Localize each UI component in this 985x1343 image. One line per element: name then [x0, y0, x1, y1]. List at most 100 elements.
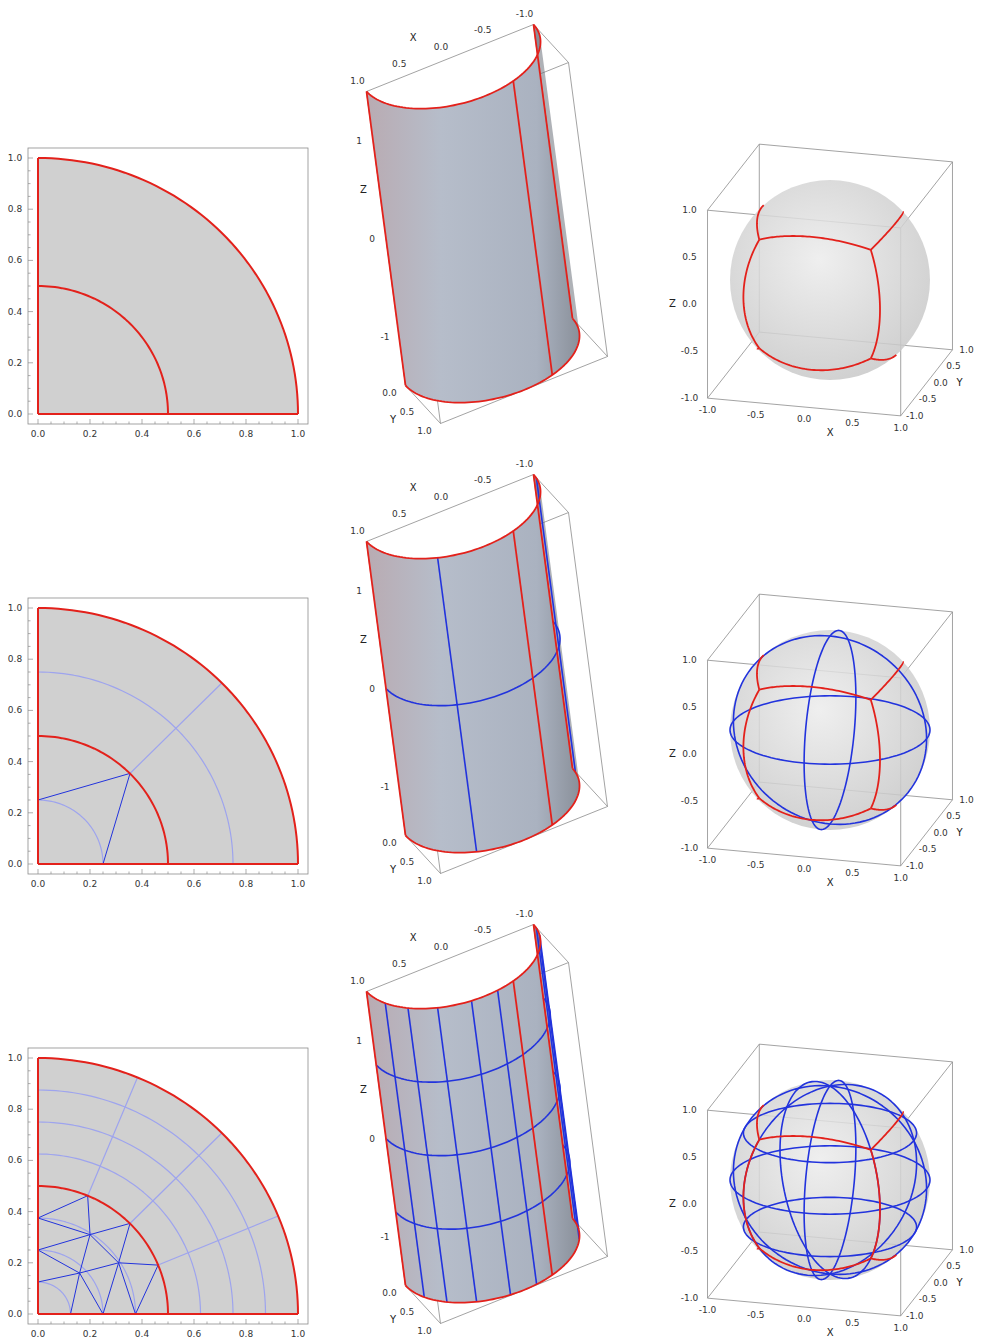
axis-label: X [826, 878, 835, 888]
tick-mark [233, 1322, 234, 1325]
tick-label: 0.5 [391, 59, 407, 68]
bounding-box [708, 144, 760, 210]
mesh-edge [80, 1235, 90, 1273]
tick-mark [28, 838, 31, 839]
tick-mark [168, 1322, 169, 1325]
tick-label: -1.0 [905, 861, 925, 870]
tick-mark [28, 1275, 31, 1276]
tick-mark [28, 864, 33, 865]
tick-label: 0.5 [399, 407, 415, 416]
mesh-edge [90, 1235, 119, 1263]
mesh-edge [38, 1235, 90, 1250]
tick-mark [194, 869, 195, 874]
patch-boundary [871, 250, 880, 359]
axis-label: Y [389, 415, 397, 425]
tick-mark [28, 324, 31, 325]
tick-mark [129, 1322, 130, 1325]
tick-label: 0.0 [433, 493, 449, 502]
tick-mark [129, 422, 130, 425]
tick-label: 0.0 [7, 860, 23, 869]
tick-label: -1.0 [515, 459, 535, 468]
quarter-disc [38, 1058, 298, 1314]
tick-label: 1 [355, 586, 363, 595]
patch-boundary [759, 1136, 871, 1150]
tick-label: -1.0 [698, 1306, 718, 1315]
tick-label: 0.5 [391, 509, 407, 518]
mesh-radial [130, 1133, 222, 1224]
tick-mark [28, 1058, 33, 1059]
patch-boundary [759, 686, 871, 700]
tick-mark [28, 1134, 31, 1135]
tick-mark [285, 1322, 286, 1325]
tick-mark [259, 872, 260, 875]
tick-label: 0.5 [844, 1319, 860, 1328]
tick-label: 0.0 [932, 828, 948, 837]
tick-label: 0.5 [681, 1153, 697, 1162]
tick-mark [181, 1322, 182, 1325]
patch-boundary [871, 1112, 903, 1150]
bounding-box [367, 475, 534, 542]
tick-mark [28, 800, 31, 801]
tick-label: 0.0 [381, 838, 397, 847]
tick-label: 0.5 [945, 1262, 961, 1271]
tick-mark [28, 851, 31, 852]
boundary [406, 769, 580, 853]
tick-label: 0.5 [945, 362, 961, 371]
tick-mark [103, 422, 104, 425]
boundary [38, 736, 168, 864]
tick-label: 0.0 [433, 43, 449, 52]
tick-mark [233, 422, 234, 425]
tick-mark [298, 1319, 299, 1324]
tick-label: 0.4 [7, 307, 23, 316]
tick-label: -1.0 [515, 909, 535, 918]
tick-label: 0.0 [381, 1288, 397, 1297]
tick-mark [64, 1322, 65, 1325]
patch-boundary [743, 240, 759, 349]
tick-mark [246, 869, 247, 874]
tick-mark [142, 419, 143, 424]
mesh-edge [80, 1263, 119, 1273]
tick-mark [181, 422, 182, 425]
tick-label: 1.0 [681, 1106, 697, 1115]
tick-label: 0.2 [82, 1330, 98, 1339]
bounding-box [708, 1232, 760, 1298]
tick-mark [28, 1070, 31, 1071]
tick-mark [220, 1322, 221, 1325]
patch-boundary [871, 1255, 896, 1260]
bounding-box [759, 594, 952, 612]
tick-mark [116, 872, 117, 875]
axis-label: X [409, 933, 418, 943]
mesh-curve [730, 696, 930, 764]
tick-label: 0 [368, 684, 376, 693]
tick-label: 0 [368, 234, 376, 243]
mesh-radial [158, 1216, 278, 1265]
bounding-box [901, 612, 953, 678]
tick-label: 0.6 [186, 1330, 202, 1339]
tick-label: 0.2 [82, 430, 98, 439]
tick-label: 0.0 [433, 943, 449, 952]
bounding-box [707, 210, 708, 398]
tick-label: 0.5 [681, 703, 697, 712]
tick-label: 0.2 [7, 358, 23, 367]
tick-label: 1.0 [416, 876, 432, 885]
tick-label: -1 [380, 782, 391, 791]
tick-label: -0.5 [918, 395, 938, 404]
patch-boundary [759, 236, 871, 250]
mesh-arc [38, 1218, 136, 1314]
boundary [38, 286, 168, 414]
plot-frame [28, 1048, 308, 1324]
tick-mark [28, 812, 33, 813]
half-cylinder [367, 25, 580, 403]
axis-label: Y [956, 378, 964, 388]
tick-mark [272, 1322, 273, 1325]
tick-mark [28, 1314, 33, 1315]
tick-mark [207, 1322, 208, 1325]
mesh-edge [71, 1273, 80, 1314]
tick-mark [28, 748, 31, 749]
bounding-box [708, 1298, 901, 1316]
tick-mark [28, 761, 33, 762]
tick-mark [220, 422, 221, 425]
tick-mark [28, 646, 31, 647]
